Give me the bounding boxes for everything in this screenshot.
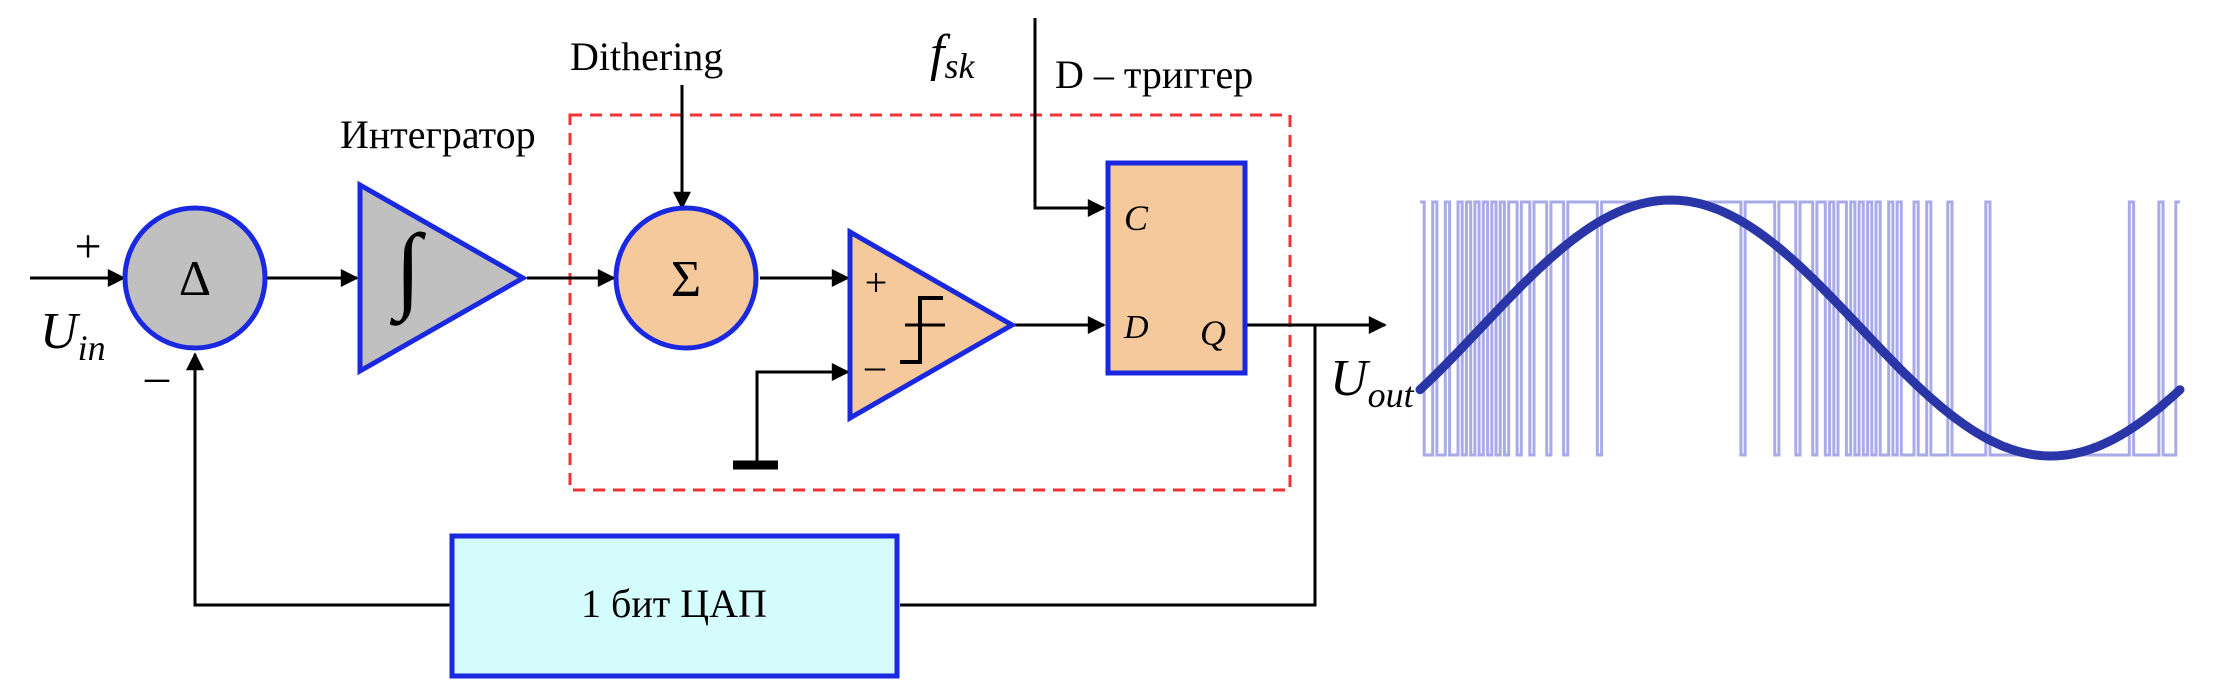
d-trigger-label: D – триггер <box>1055 52 1253 97</box>
integrator-block <box>357 180 529 376</box>
input-plus-sign: + <box>74 220 101 273</box>
dithering-label: Dithering <box>570 34 723 79</box>
uin-sub: in <box>78 328 106 368</box>
subtractor-block <box>122 205 268 351</box>
ff-d-pin: D <box>1123 309 1149 346</box>
wires <box>30 18 1387 607</box>
integrator-label: Интегратор <box>340 112 536 157</box>
bitstream-pulses <box>1420 200 2180 457</box>
ff-q-pin: Q <box>1200 313 1226 353</box>
output-waveform <box>1415 195 2185 461</box>
uout-label: Uout <box>1330 350 1415 415</box>
delta-symbol: Δ <box>179 250 211 306</box>
fsk-sub: sk <box>944 46 975 86</box>
comparator-minus: – <box>864 343 886 388</box>
dac-block <box>449 533 900 679</box>
uout-sub: out <box>1368 375 1415 415</box>
fsk-label: fsk <box>930 25 975 86</box>
dac-label: 1 бит ЦАП <box>581 581 767 626</box>
step-icon <box>900 296 943 364</box>
input-minus-sign: – <box>144 350 170 403</box>
summer-block <box>613 205 759 351</box>
uin-main: U <box>40 303 81 360</box>
dashed-region <box>568 113 1292 492</box>
sigma-symbol: Σ <box>671 251 701 308</box>
comparator-plus: + <box>865 260 888 305</box>
d-flip-flop-block <box>1105 160 1248 376</box>
uin-label: Uin <box>40 303 106 368</box>
uout-main: U <box>1330 350 1371 407</box>
sine-wave <box>1415 195 2185 461</box>
integral-symbol: ∫ <box>389 214 427 326</box>
ff-clock-pin: C <box>1124 198 1149 238</box>
